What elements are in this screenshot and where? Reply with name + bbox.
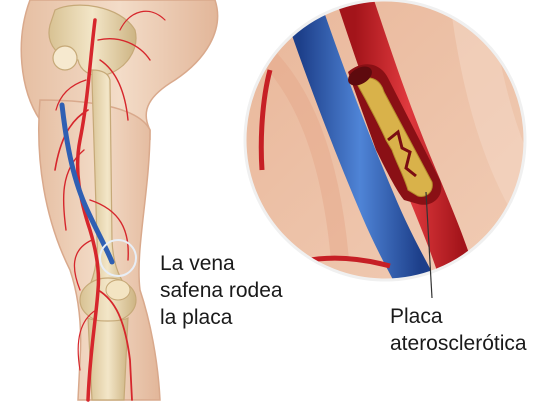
- hip-joint: [53, 46, 77, 70]
- leg: [21, 0, 217, 400]
- saphenous-vein-label-line-1: La vena: [160, 250, 283, 277]
- saphenous-vein-label-line-3: la placa: [160, 304, 283, 331]
- patella: [106, 280, 130, 300]
- plaque-label: Placa aterosclerótica: [390, 303, 527, 357]
- plaque-label-line-2: aterosclerótica: [390, 330, 527, 357]
- magnified-view: [240, 0, 540, 290]
- saphenous-vein-label: La vena safena rodea la placa: [160, 250, 283, 331]
- saphenous-vein-label-line-2: safena rodea: [160, 277, 283, 304]
- plaque-label-line-1: Placa: [390, 303, 527, 330]
